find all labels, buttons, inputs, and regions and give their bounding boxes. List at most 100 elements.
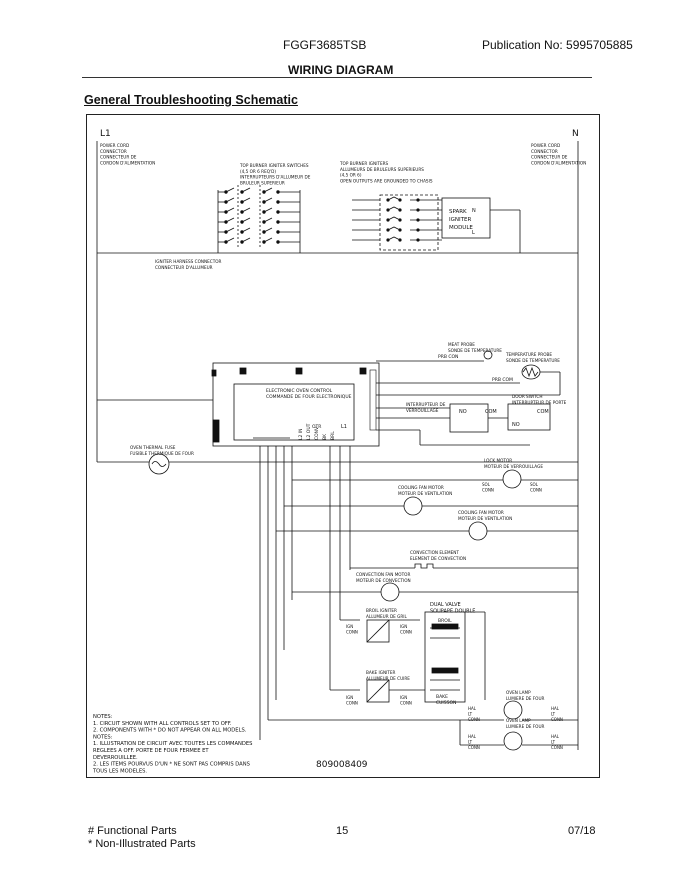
- hal-conn-3-line-3: CONN: [468, 745, 480, 750]
- lock-motor-label-line-2: MOTEUR DE VERROUILLAGE: [484, 464, 543, 469]
- pin-label-4: BK: [322, 433, 328, 440]
- dual-valve: [330, 611, 486, 703]
- ign-conn-4-line-1: IGN: [400, 695, 407, 700]
- sol-conn-right-line-2: CONN: [530, 488, 542, 493]
- ign-conn-1-line-1: IGN: [346, 624, 353, 629]
- cooling-fan-1-label-line-1: COOLING FAN MOTOR: [398, 485, 444, 490]
- notes-line-5: 1. ILLUSTRATION DE CIRCUIT AVEC TOUTES L…: [93, 741, 252, 747]
- convection-element-label-line-2: ELEMENT DE CONVECTION: [410, 556, 466, 561]
- broil-word-line-1: BROIL: [438, 618, 452, 624]
- door-no-label-1: NO: [459, 409, 467, 415]
- ign-conn-3-line-1: IGN: [346, 695, 353, 700]
- power-cord-right-line-3: CONNECTEUR DE: [531, 155, 568, 160]
- notes-line-7: DEVERROUILLEE.: [93, 755, 138, 761]
- convection-fan-label-line-1: CONVECTION FAN MOTOR: [356, 572, 410, 577]
- power-cord-right-line-1: POWER CORD: [531, 143, 560, 148]
- electronic-oven-control: [97, 362, 380, 447]
- footer-non-illustrated: * Non-Illustrated Parts: [88, 838, 196, 850]
- door-switch-label-line-2: INTERRUPTEUR DE PORTE: [512, 400, 567, 405]
- footer-functional-parts: # Functional Parts: [88, 825, 177, 837]
- oven-lamps: [268, 700, 578, 751]
- notes-line-1: NOTES:: [93, 714, 113, 720]
- igniter-switches-label-line-4: BRULEUR SUPERIEUR: [240, 180, 285, 185]
- spark-module-label-1: SPARK: [449, 209, 467, 215]
- hal-conn-2-line-3: CONN: [551, 717, 563, 722]
- notes-line-6: REGLEES A OFF. PORTE DE FOUR FERMEE ET: [93, 748, 209, 754]
- power-cord-left-line-3: CONNECTEUR DE: [100, 155, 137, 160]
- broil-word-line-2: GRIL: [438, 624, 449, 630]
- notes-line-3: 2. COMPONENTS WITH * DO NOT APPEAR ON AL…: [93, 728, 247, 734]
- thermal-fuse-label-line-2: FUSIBLE THERMIQUE DE FOUR: [130, 451, 194, 456]
- notes-line-9: TOUS LES MODELES.: [92, 768, 147, 774]
- cooling-fan-2-label-line-1: COOLING FAN MOTOR: [458, 510, 504, 515]
- eoc-label-line-1: ELECTRONIC OVEN CONTROL: [266, 388, 333, 394]
- bake-word-line-1: BAKE: [436, 694, 448, 700]
- prb-com-label: PRB COM: [492, 377, 513, 383]
- power-cord-right-line-4: CORDON D'ALIMENTATION: [531, 160, 586, 165]
- top-igniters-label-line-1: TOP BURNER IGNITERS: [339, 161, 389, 166]
- igniter-switches-label-line-3: INTERRUPTEURS D'ALLUMEUR DE: [240, 175, 311, 180]
- control-harness: [259, 446, 351, 740]
- lock-motor: [292, 469, 578, 489]
- interrupteur-label-line-2: VERROUILLAGE: [406, 408, 439, 413]
- top-igniters-label-line-4: OPEN OUTPUTS ARE GROUNDED TO CHASIS: [340, 178, 433, 183]
- label-l1: L1: [100, 129, 111, 139]
- hal-conn-3-line-2: LT: [468, 740, 473, 745]
- pin-label-2: L2 OUT: [306, 423, 312, 440]
- hal-conn-4-line-2: LT: [551, 740, 556, 745]
- ign-conn-2-line-2: CONN: [400, 630, 412, 635]
- temp-probe-label-line-2: SONDE DE TEMPERATURE: [506, 358, 560, 363]
- sol-conn-right-line-1: SOL: [530, 482, 539, 487]
- oven-lamp-2-label-line-2: LUMIERE DE FOUR: [506, 724, 545, 729]
- publication-number: Publication No: 5995705885: [482, 38, 633, 52]
- temp-probe-label-line-1: TEMPERATURE PROBE: [505, 352, 552, 357]
- spark-module-label-3: MODULE: [449, 225, 473, 231]
- schematic-frame: [86, 114, 600, 778]
- door-com-label-1: COM: [485, 409, 497, 415]
- broil-igniter-label-line-1: BROIL IGNITER: [366, 608, 397, 613]
- supply-lines: [96, 141, 579, 750]
- header-rule: [82, 77, 592, 78]
- door-com-label-2: COM: [537, 409, 549, 415]
- label-n: N: [572, 129, 579, 139]
- harness-label-line-2: CONNECTEUR D'ALLUMEUR: [155, 265, 213, 270]
- footer-date: 07/18: [568, 825, 596, 837]
- eoc-label-line-2: COMMANDE DE FOUR ELECTRONIQUE: [266, 394, 352, 400]
- model-number: FGGF3685TSB: [283, 38, 367, 52]
- prb-con-label: PRB CON: [438, 354, 458, 360]
- spark-n-label: N: [472, 208, 476, 214]
- igniter-switches-label-line-2: (4,5 OR 6 REQ'D): [240, 169, 276, 174]
- notes-line-4: NOTES:: [93, 734, 113, 740]
- page-title: WIRING DIAGRAM: [288, 63, 394, 77]
- cooling-fan-2-label-line-2: MOTEUR DE VENTILATION: [458, 516, 512, 521]
- footer-page-number: 15: [336, 825, 349, 837]
- harness-label-line-1: IGNITER HARNESS CONNECTOR: [155, 259, 222, 264]
- pin-label-3: CONV: [314, 426, 320, 440]
- part-number: 809008409: [316, 760, 368, 770]
- sol-conn-left-line-2: CONN: [482, 488, 494, 493]
- hal-conn-2-line-2: LT: [551, 712, 556, 717]
- probe-circuits: [376, 350, 561, 396]
- oven-lamp-2-label-line-1: OVEN LAMP: [506, 718, 531, 723]
- bake-word-line-2: CUISSON: [436, 700, 456, 706]
- convection-element-label-line-1: CONVECTION ELEMENT: [410, 550, 459, 555]
- convection-element: [350, 563, 578, 569]
- convection-fan-label-line-2: MOTEUR DE CONVECTION: [356, 578, 411, 583]
- power-cord-left-line-2: CONNECTOR: [100, 149, 127, 154]
- ign-conn-2-line-1: IGN: [400, 624, 407, 629]
- spark-l-label: L: [472, 230, 475, 236]
- cooling-fans: [276, 496, 578, 541]
- dual-valve-label-line-1: DUAL VALVE: [430, 602, 461, 608]
- top-burner-igniters: [352, 194, 521, 253]
- hal-conn-4-line-1: HAL: [551, 734, 560, 739]
- pin-label-1: L2 IN: [298, 429, 304, 441]
- bake-igniter-label-line-2: ALLUMEUR DE CUIRE: [366, 676, 410, 681]
- hal-conn-1-line-1: HAL: [468, 706, 477, 711]
- cooling-fan-1-label-line-2: MOTEUR DE VENTILATION: [398, 491, 452, 496]
- lock-motor-label-line-1: LOCK MOTOR: [484, 458, 512, 463]
- sol-conn-left-line-1: SOL: [482, 482, 491, 487]
- hal-conn-2-line-1: HAL: [551, 706, 560, 711]
- hal-conn-1-line-3: CONN: [468, 717, 480, 722]
- igniter-switches-label-line-1: TOP BURNER IGNITER SWITCHES: [239, 163, 309, 168]
- pin-label-5: BRL: [330, 431, 336, 440]
